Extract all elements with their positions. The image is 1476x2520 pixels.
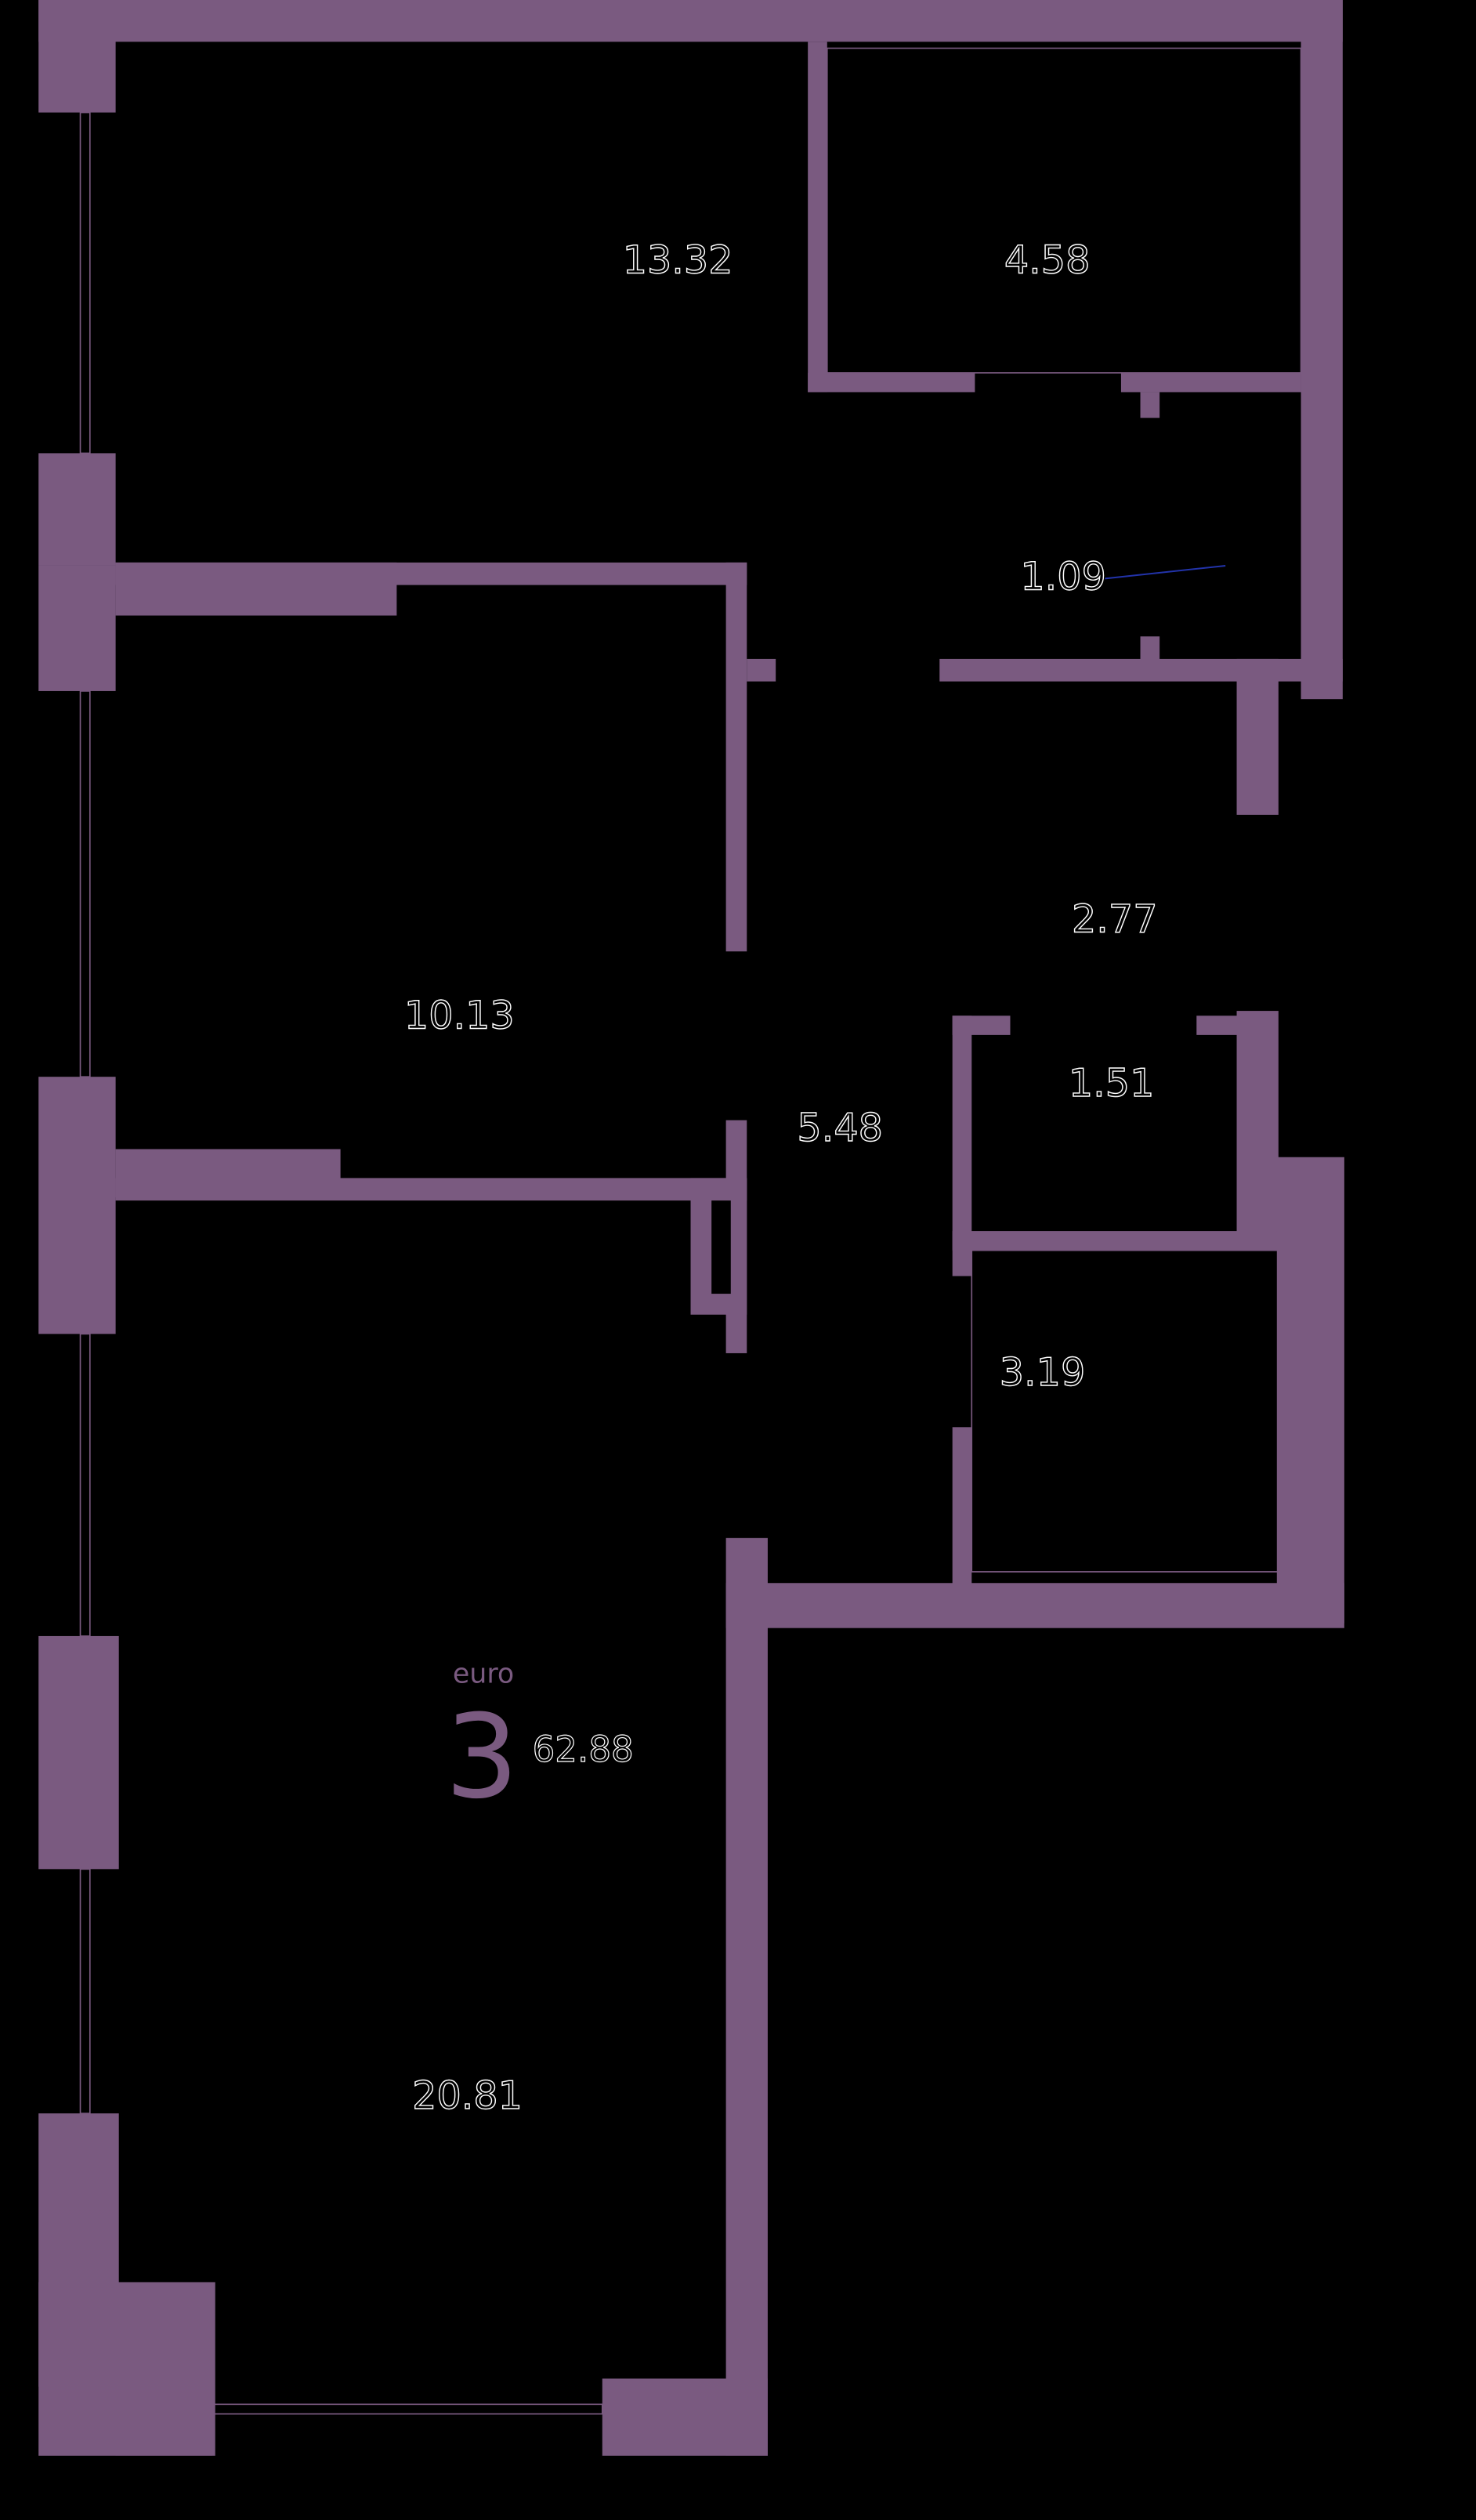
room-labels: 13.32 4.58 1.09 10.13 5.48 2.77 1.51 3.1… [403,237,1158,2119]
area-label-kitchen-living: 20.81 [412,2073,523,2118]
area-label-toilet: 1.51 [1069,1060,1155,1106]
walls [38,0,1344,2456]
total-area: 62.88 [533,1729,634,1770]
apartment-summary: euro 3 62.88 [445,1658,634,1824]
area-label-bedroom-2: 10.13 [404,993,515,1038]
area-label-hall: 5.48 [797,1105,883,1150]
rooms-count: 3 [445,1689,519,1824]
area-label-bathroom: 4.58 [1004,237,1091,283]
area-label-entrance: 2.77 [1072,896,1158,942]
area-label-laundry: 3.19 [1000,1349,1086,1395]
area-label-bedroom-1: 13.32 [623,237,733,283]
area-label-closet: 1.09 [1020,554,1106,599]
apartment-type-label: euro [453,1658,514,1689]
window-lines [79,47,1302,2415]
